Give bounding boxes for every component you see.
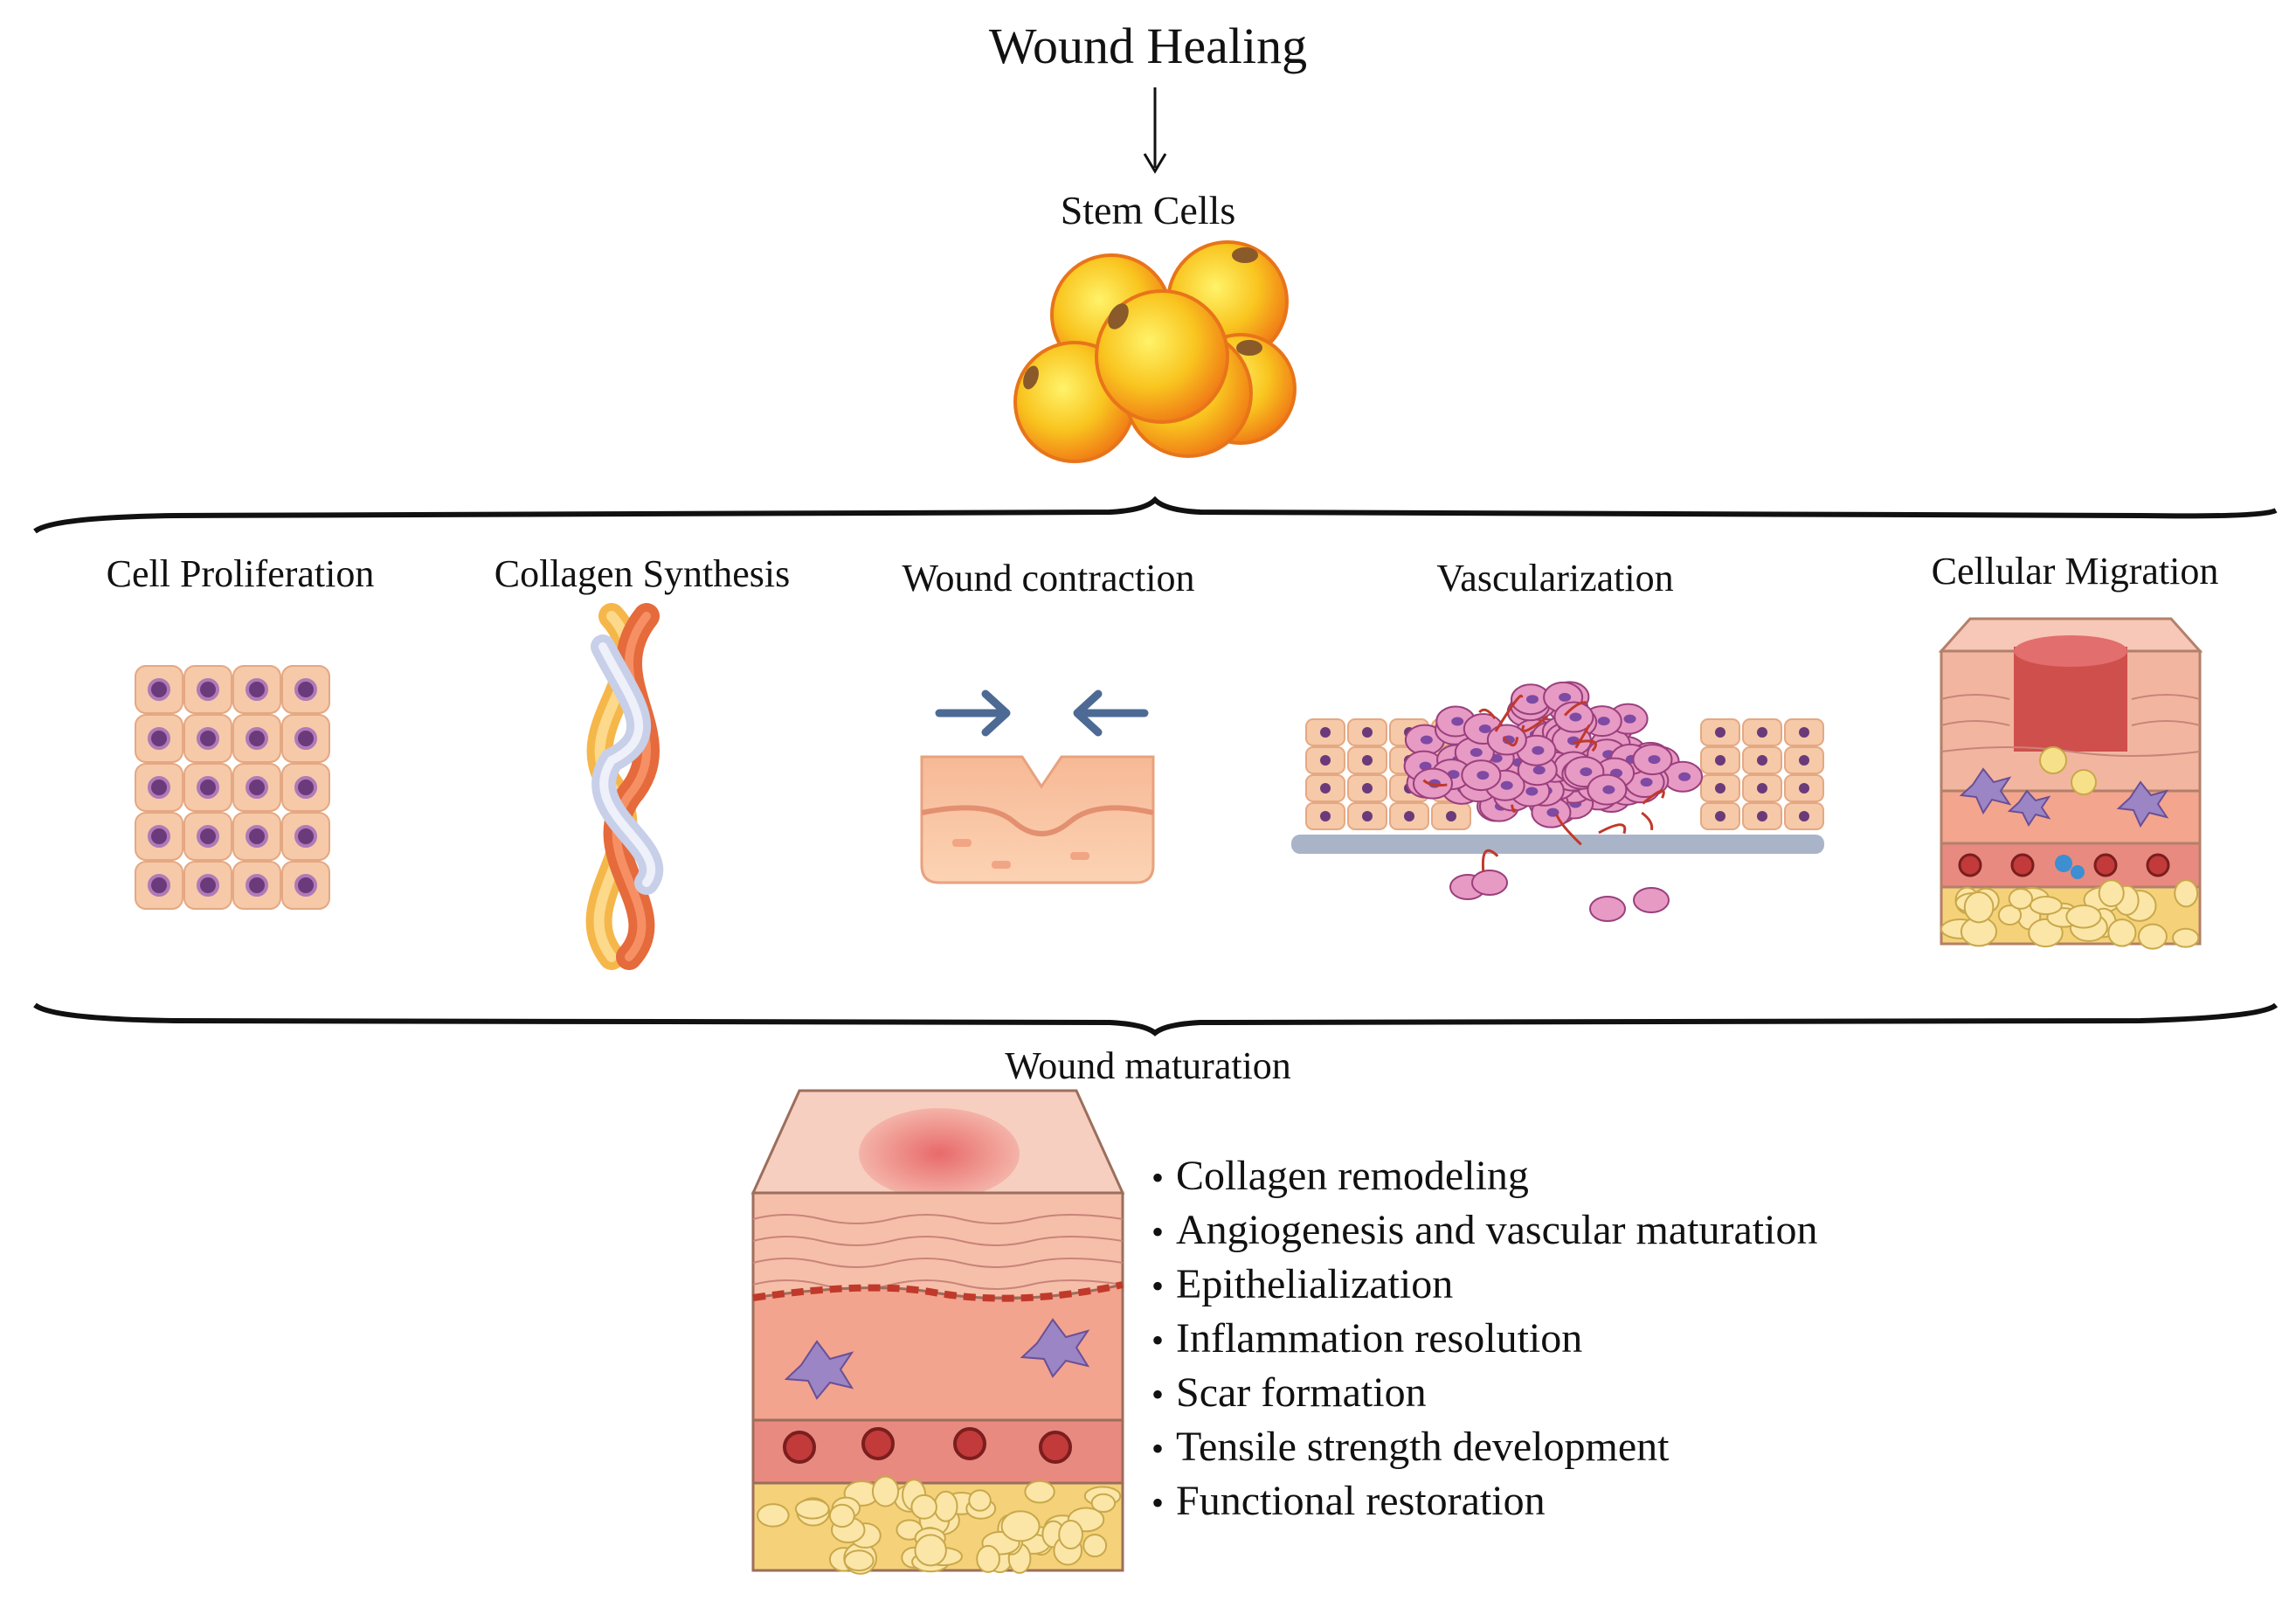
list-item: Epithelialization — [1151, 1258, 1817, 1312]
maturation-list: Collagen remodeling Angiogenesis and vas… — [1151, 1149, 1817, 1528]
vascularization-illustration — [1291, 681, 1824, 922]
cellular-migration-label: Cellular Migration — [1931, 550, 2219, 593]
arrow-right-icon — [935, 690, 1011, 737]
collagen-synthesis-label: Collagen Synthesis — [494, 552, 791, 595]
stem-cells-illustration — [1013, 240, 1297, 463]
arrow-left-icon — [1073, 690, 1149, 737]
cell-proliferation-label: Cell Proliferation — [106, 552, 375, 595]
list-item: Angiogenesis and vascular maturation — [1151, 1203, 1817, 1258]
bottom-brace — [33, 1002, 2279, 1036]
wound-contraction-label: Wound contraction — [902, 557, 1195, 600]
list-item: Collagen remodeling — [1151, 1149, 1817, 1203]
list-item: Functional restoration — [1151, 1474, 1817, 1528]
cell-proliferation-illustration — [135, 665, 330, 910]
list-item: Scar formation — [1151, 1366, 1817, 1420]
diagram-title: Wound Healing — [988, 17, 1308, 74]
wound-maturation-label: Wound maturation — [1005, 1044, 1291, 1087]
vascularization-label: Vascularization — [1436, 557, 1674, 600]
wound-maturation-illustration — [750, 1089, 1125, 1575]
cellular-migration-illustration — [1938, 617, 2203, 950]
collagen-helix-illustration — [585, 603, 664, 970]
down-arrow-icon — [1143, 87, 1167, 174]
list-item: Tensile strength development — [1151, 1420, 1817, 1474]
stem-cells-label: Stem Cells — [1060, 188, 1236, 232]
wound-contraction-illustration — [920, 690, 1155, 884]
top-brace — [33, 496, 2278, 534]
list-item: Inflammation resolution — [1151, 1312, 1817, 1366]
